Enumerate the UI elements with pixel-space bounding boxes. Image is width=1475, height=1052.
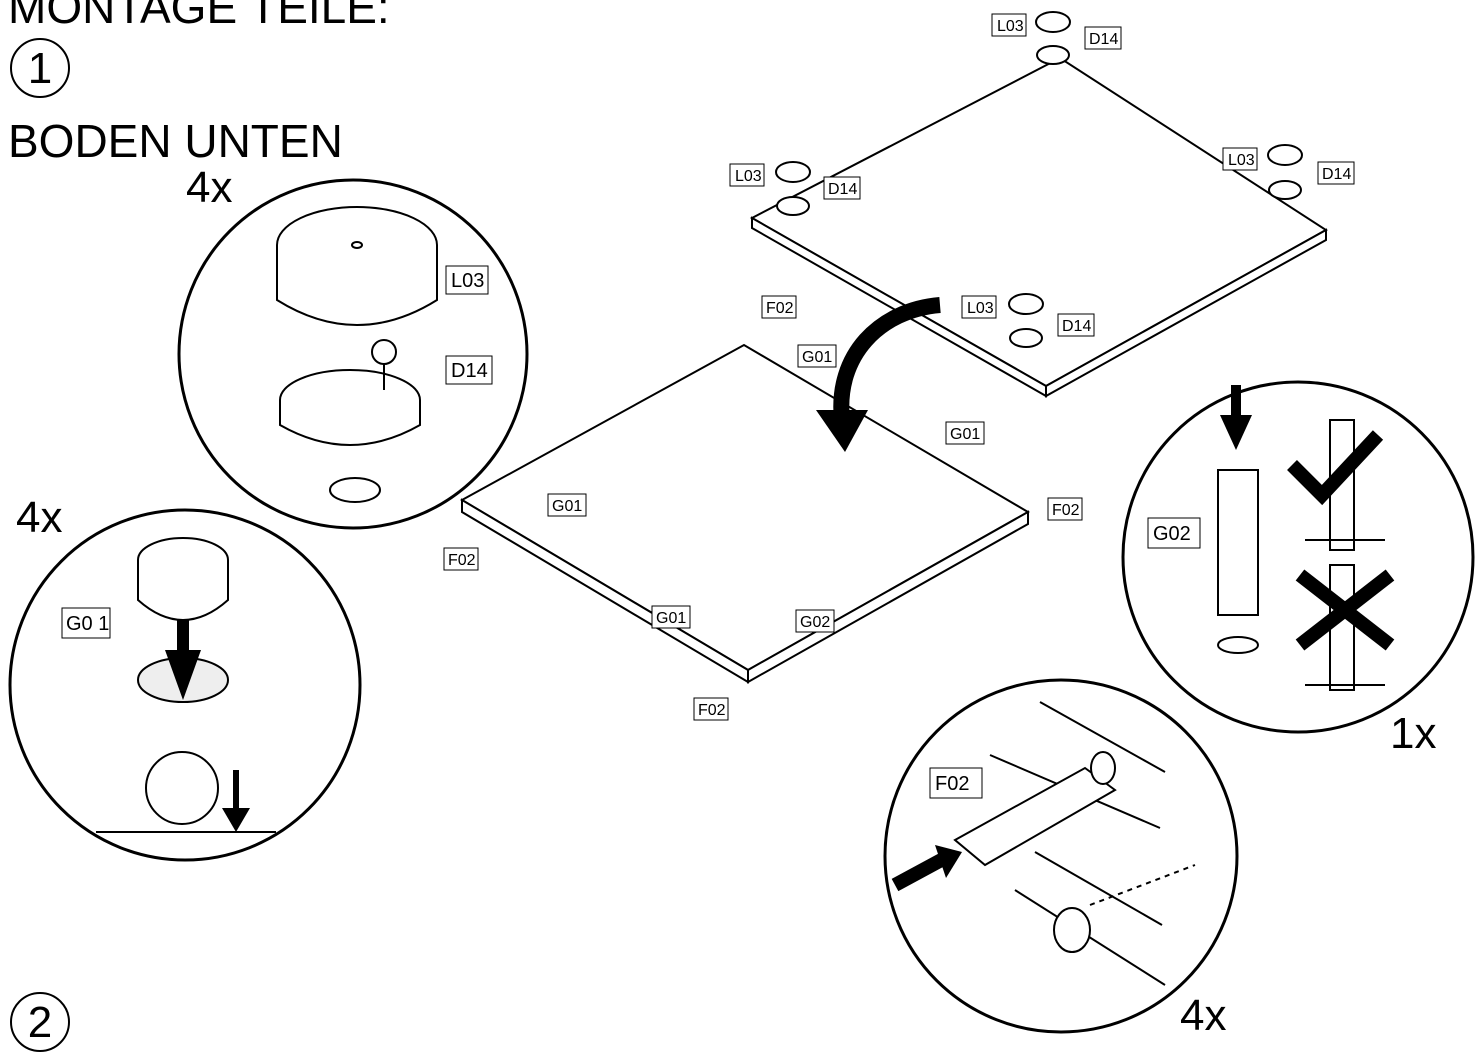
svg-text:D14: D14 [1062, 318, 1091, 335]
svg-text:L03: L03 [451, 270, 484, 292]
label-L03-right: L03 [1222, 147, 1258, 171]
svg-text:D14: D14 [1322, 166, 1351, 183]
cross-mark-icon [1295, 569, 1395, 651]
curved-arrow-icon [833, 297, 941, 421]
label-F02-3: F02 [443, 547, 479, 571]
label-L03-left: L03 [729, 163, 765, 187]
svg-text:D14: D14 [1089, 31, 1118, 48]
svg-text:D14: D14 [451, 360, 488, 382]
upper-board [749, 56, 1328, 398]
svg-text:L03: L03 [1228, 152, 1255, 169]
svg-text:G01: G01 [656, 610, 686, 627]
part-labels: L03 D14 L03 D14 L03 D14 L03 D14 L03 D14 … [61, 13, 1355, 799]
step-1-number: 1 [10, 38, 70, 98]
label-G01-1: G01 [797, 344, 837, 368]
foot-detail-circle [177, 178, 529, 530]
label-F02-detail: F02 [929, 767, 983, 799]
label-G01-3: G01 [547, 493, 587, 517]
label-D14-detail: D14 [445, 355, 493, 385]
page-title: MONTAGE TEILE: [8, 0, 390, 33]
svg-text:F02: F02 [766, 300, 794, 317]
svg-text:G02: G02 [1153, 523, 1191, 545]
label-F02-2: F02 [1047, 497, 1083, 521]
label-F02-1: F02 [761, 295, 797, 319]
svg-text:F02: F02 [448, 552, 476, 569]
pin-quantity: 1x [1390, 709, 1437, 758]
label-G02-1: G02 [795, 609, 835, 633]
label-L03-top: L03 [991, 13, 1027, 37]
dowel-detail-art [953, 701, 1196, 986]
svg-text:G01: G01 [802, 349, 832, 366]
label-D14-right: D14 [1317, 161, 1355, 185]
cam-detail-art [96, 537, 276, 833]
svg-text:F02: F02 [1052, 502, 1080, 519]
label-D14-bottom: D14 [1057, 313, 1095, 337]
foot-detail-art [276, 206, 438, 503]
check-mark-icon [1287, 430, 1384, 506]
label-G01-2: G01 [945, 421, 985, 445]
dowel-detail-circle [883, 678, 1239, 1034]
label-G01-4: G01 [651, 605, 691, 629]
cam-detail-circle [8, 508, 362, 862]
svg-text:F02: F02 [935, 773, 969, 795]
lower-board [459, 343, 1031, 684]
label-L03-detail: L03 [445, 265, 489, 295]
dowel-quantity: 4x [1180, 991, 1227, 1040]
down-arrow-icon [165, 650, 201, 700]
foot-quantity: 4x [186, 163, 233, 212]
step-1-title: BODEN UNTEN [8, 115, 343, 167]
svg-text:G02: G02 [800, 614, 830, 631]
svg-text:D14: D14 [828, 181, 857, 198]
foot-glides [775, 11, 1303, 348]
svg-text:L03: L03 [997, 18, 1024, 35]
svg-text:L03: L03 [967, 300, 994, 317]
label-G02-detail: G02 [1147, 517, 1201, 549]
svg-text:G0 1: G0 1 [66, 613, 109, 635]
svg-text:G01: G01 [950, 426, 980, 443]
label-G01-detail: G0 1 [61, 607, 111, 639]
svg-text:F02: F02 [698, 702, 726, 719]
curved-arrow-head [816, 410, 868, 452]
pin-detail-circle [1121, 380, 1475, 734]
svg-text:G01: G01 [552, 498, 582, 515]
label-F02-4: F02 [693, 697, 729, 721]
label-L03-bottom: L03 [961, 295, 997, 319]
push-arrow-icon [891, 851, 949, 892]
label-D14-top: D14 [1084, 26, 1122, 50]
svg-text:L03: L03 [735, 168, 762, 185]
label-D14-left: D14 [823, 176, 861, 200]
cam-quantity: 4x [16, 493, 63, 542]
